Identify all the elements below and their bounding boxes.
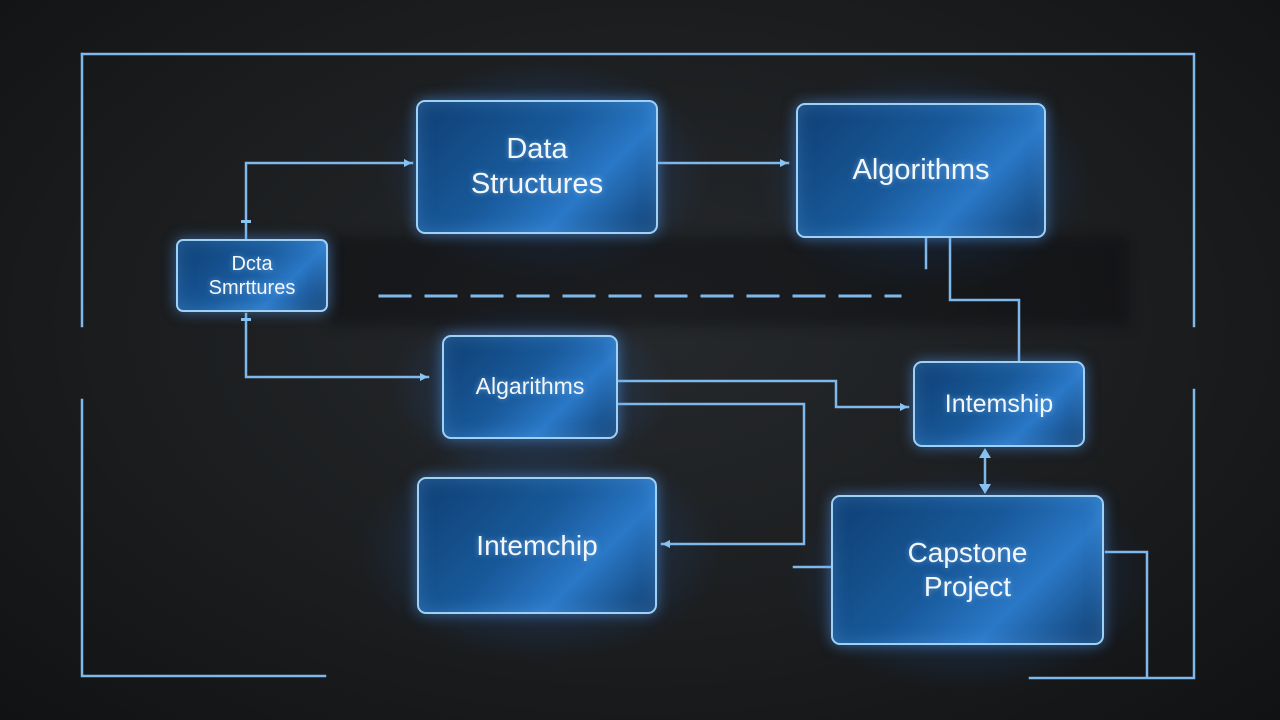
connector-small-to-data-structures — [244, 159, 414, 244]
connector-algorithms-mid-to-internship — [616, 379, 910, 411]
node-internship-left[interactable]: Intemchip — [417, 477, 657, 614]
node-capstone-project[interactable]: Capstone Project — [831, 495, 1104, 645]
node-algorithms-mid-label: Algarithms — [475, 373, 585, 400]
node-algorithms[interactable]: Algorithms — [796, 103, 1046, 238]
node-internship-left-label: Intemchip — [476, 529, 598, 561]
node-algorithms-label: Algorithms — [852, 154, 990, 187]
connector-small-to-algorithms-mid — [244, 312, 430, 381]
node-internship-right-label: Intemship — [944, 390, 1054, 418]
node-data-structures-small-label: Dcta Smrttures — [208, 252, 296, 299]
node-data-structures-small[interactable]: Dcta Smrttures — [176, 239, 328, 312]
frame-bottom-left — [80, 398, 327, 678]
connector-capstone-exit — [1104, 550, 1149, 678]
tick-top — [241, 220, 251, 223]
node-data-structures-label: Data Structures — [470, 133, 604, 200]
tick-bottom — [241, 318, 251, 321]
node-data-structures[interactable]: Data Structures — [416, 100, 658, 234]
frame-top-edge — [80, 52, 1196, 328]
dark-band — [330, 236, 1130, 326]
node-capstone-project-label: Capstone Project — [907, 537, 1028, 602]
node-internship-right[interactable]: Intemship — [913, 361, 1085, 447]
node-algorithms-mid[interactable]: Algarithms — [442, 335, 618, 439]
connector-algorithms-mid-to-internship-left — [616, 402, 806, 548]
arrowhead-up — [979, 448, 991, 458]
arrowhead-down — [979, 484, 991, 494]
frame-bottom-right — [1028, 388, 1196, 680]
connector-algorithms-right-drop — [948, 236, 1021, 362]
